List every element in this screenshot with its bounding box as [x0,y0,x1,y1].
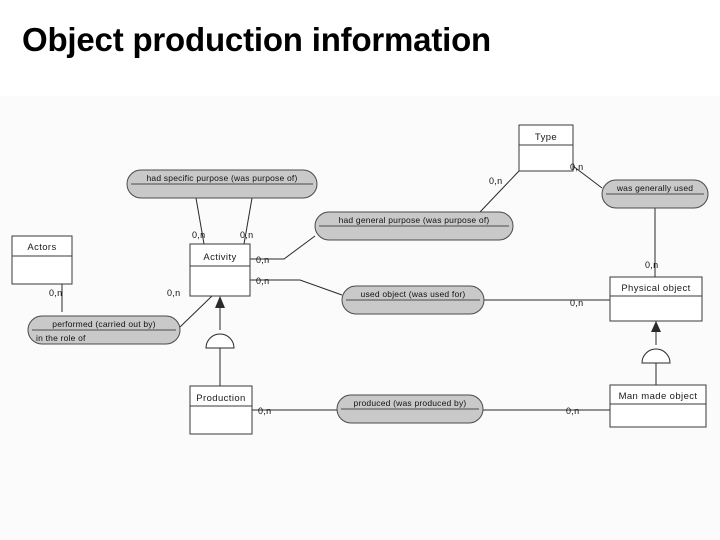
cardinality-actors-bottom: 0,n [49,288,62,298]
relationship-label: used object (was used for) [361,289,466,299]
entity-label: Physical object [621,283,690,294]
link-activity-specificpurpose-right [243,197,253,245]
arrowhead-activity [215,296,225,308]
entity-box [609,276,703,322]
entity-box [11,235,73,285]
cardinality-activity-right-lower: 0,n [256,276,269,286]
entity-label: Production [196,393,245,404]
cardinality-manmade-left: 0,n [566,406,579,416]
entity-label: Activity [203,252,236,263]
isa-dome-icon [641,348,671,364]
page-title: Object production information [22,21,492,58]
generalization-arrowheads [215,296,661,332]
entity-actors[interactable]: Actors [11,235,73,285]
relationship-label: was generally used [616,183,693,193]
entity-activity[interactable]: Activity [189,243,251,297]
entity-box [518,124,574,172]
relationship-had-specific-purpose[interactable]: had specific purpose (was purpose of) [126,169,318,199]
diagram-canvas: Actors Activity Production Type Phys [0,96,720,540]
relationship-label: had specific purpose (was purpose of) [146,173,297,183]
entity-label: Man made object [619,391,698,402]
er-diagram: Actors Activity Production Type Phys [11,124,709,435]
entity-box [609,384,707,428]
entity-production[interactable]: Production [189,385,253,435]
cardinality-activity-topright: 0,n [240,230,253,240]
cardinality-production-right: 0,n [258,406,271,416]
entity-label: Type [535,132,557,143]
isa-symbol-physical-manmade [641,348,671,364]
relationship-used-object[interactable]: used object (was used for) [341,285,485,315]
isa-symbol-activity-production [205,333,235,349]
link-generalpurpose-type [479,170,520,213]
cardinality-type-bottomleft: 0,n [489,176,502,186]
cardinality-activity-topleft: 0,n [192,230,205,240]
link-activity-usedobject [250,279,343,296]
entity-label: Actors [27,242,56,253]
entity-box [189,385,253,435]
link-activity-generalpurpose [250,235,316,260]
link-performed-activity [179,295,213,328]
relationship-sublabel: in the role of [36,333,86,343]
entity-man-made-object[interactable]: Man made object [609,384,707,428]
entity-box [189,243,251,297]
relationship-label: produced (was produced by) [354,398,467,408]
link-activity-specificpurpose-left [195,197,205,245]
relationship-had-general-purpose[interactable]: had general purpose (was purpose of) [314,211,514,241]
relationship-label: performed (carried out by) [52,319,155,329]
relationship-performed-carried-out-by[interactable]: performed (carried out by) in the role o… [27,315,181,345]
entity-type[interactable]: Type [518,124,574,172]
cardinality-physical-top: 0,n [645,260,658,270]
relationship-produced-was-produced-by[interactable]: produced (was produced by) [336,394,484,424]
cardinality-type-right: 0,n [570,162,583,172]
isa-dome-icon [205,333,235,349]
link-type-generallyused [572,165,603,189]
relationship-was-generally-used[interactable]: was generally used [601,179,709,209]
connector-lines [61,165,657,411]
cardinality-labels: 0,n 0,n 0,n 0,n 0,n 0,n 0,n 0,n 0,n 0,n … [49,162,658,416]
cardinality-activity-left: 0,n [167,288,180,298]
arrowhead-physical [651,321,661,332]
relationship-label: had general purpose (was purpose of) [339,215,490,225]
cardinality-physical-left: 0,n [570,298,583,308]
cardinality-activity-right-upper: 0,n [256,255,269,265]
entity-physical-object[interactable]: Physical object [609,276,703,322]
